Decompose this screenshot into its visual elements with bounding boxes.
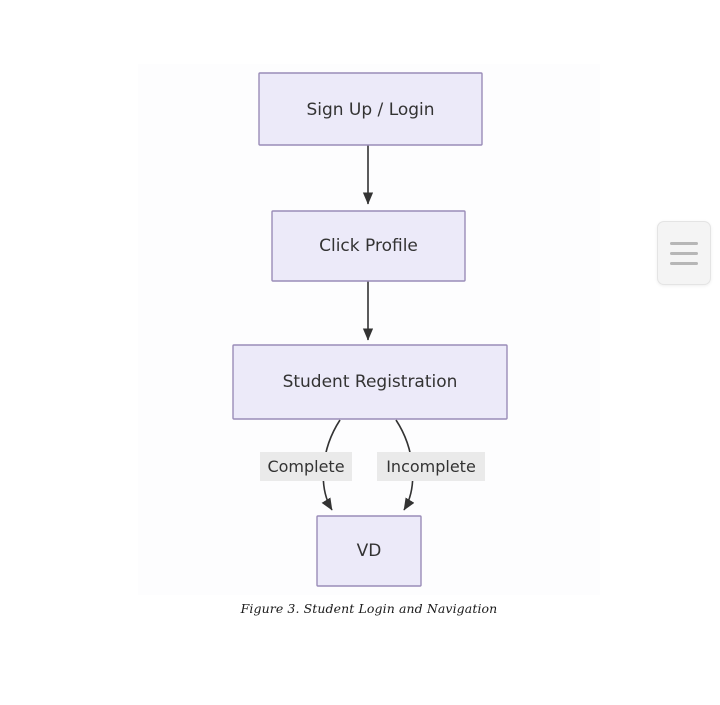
- node-vd[interactable]: VD: [316, 515, 422, 587]
- node-signup[interactable]: Sign Up / Login: [258, 72, 483, 146]
- node-profile-label: Click Profile: [319, 236, 418, 256]
- edge-label-incomplete-text: Incomplete: [386, 457, 476, 476]
- figure-caption: Figure 3. Student Login and Navigation: [240, 601, 498, 616]
- menu-bar-3: [670, 261, 698, 265]
- edge-label-complete: Complete: [260, 452, 352, 481]
- hamburger-menu-icon[interactable]: [657, 221, 711, 285]
- edge-label-incomplete: Incomplete: [377, 452, 485, 481]
- flowchart: Sign Up / Login Click Profile Student Re…: [232, 72, 508, 587]
- node-vd-label: VD: [357, 541, 382, 561]
- menu-bar-2: [670, 251, 698, 255]
- edge-label-complete-text: Complete: [267, 457, 344, 476]
- node-registration[interactable]: Student Registration: [232, 344, 508, 420]
- node-profile[interactable]: Click Profile: [271, 210, 466, 282]
- menu-bar-1: [670, 241, 698, 245]
- node-registration-label: Student Registration: [283, 372, 458, 392]
- node-signup-label: Sign Up / Login: [306, 100, 434, 120]
